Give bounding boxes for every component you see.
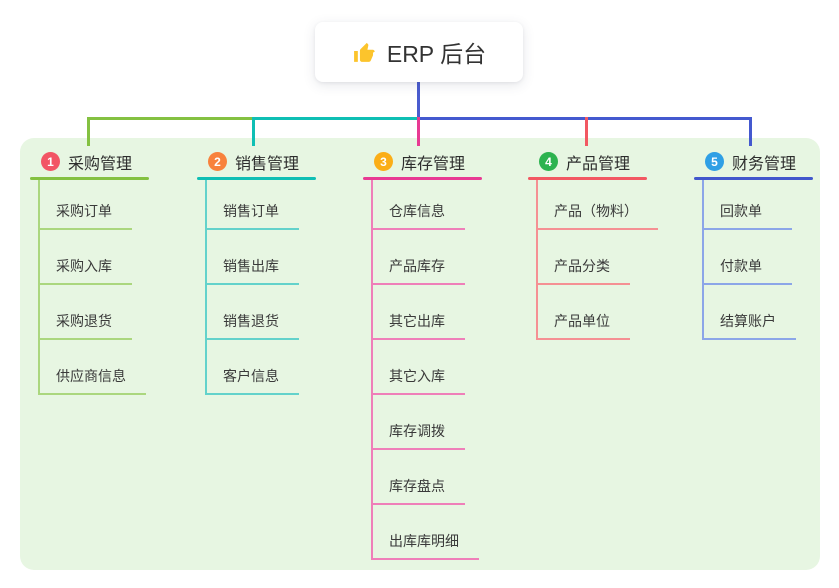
branch-children: 回款单付款单结算账户 xyxy=(702,180,813,340)
branch2-drop-line xyxy=(252,117,255,146)
branch-number-badge: 1 xyxy=(41,152,60,171)
child-row: 仓库信息 xyxy=(373,180,482,230)
child-row: 产品库存 xyxy=(373,230,482,285)
branch-number-badge: 3 xyxy=(374,152,393,171)
branch-number-badge: 4 xyxy=(539,152,558,171)
branch-column: 2 销售管理 销售订单销售出库销售退货客户信息 xyxy=(197,149,316,395)
child-row: 结算账户 xyxy=(704,285,813,340)
branch3-drop-line xyxy=(417,117,420,146)
branch4-drop-line xyxy=(585,117,588,146)
child-row: 销售出库 xyxy=(207,230,316,285)
child-node[interactable]: 供应商信息 xyxy=(40,366,146,395)
child-node[interactable]: 回款单 xyxy=(704,201,792,230)
branch-number-badge: 2 xyxy=(208,152,227,171)
branch-title: 财务管理 xyxy=(732,155,797,173)
branch-underline xyxy=(363,177,482,180)
child-node[interactable]: 产品库存 xyxy=(373,256,465,285)
branch-column: 1 采购管理 采购订单采购入库采购退货供应商信息 xyxy=(30,149,149,395)
child-node[interactable]: 销售出库 xyxy=(207,256,299,285)
child-row: 产品单位 xyxy=(538,285,658,340)
branch-children: 采购订单采购入库采购退货供应商信息 xyxy=(38,180,149,395)
child-row: 采购订单 xyxy=(40,180,149,230)
child-row: 采购退货 xyxy=(40,285,149,340)
branch-node[interactable]: 2 销售管理 xyxy=(197,149,316,174)
branch1-drop-line xyxy=(87,117,90,146)
child-row: 客户信息 xyxy=(207,340,316,395)
branch-underline xyxy=(694,177,813,180)
child-node[interactable]: 仓库信息 xyxy=(373,201,465,230)
branch-underline xyxy=(528,177,647,180)
child-row: 付款单 xyxy=(704,230,813,285)
child-row: 销售退货 xyxy=(207,285,316,340)
child-node[interactable]: 出库库明细 xyxy=(373,531,479,560)
branch-column: 5 财务管理 回款单付款单结算账户 xyxy=(694,149,813,340)
child-row: 供应商信息 xyxy=(40,340,149,395)
child-row: 其它入库 xyxy=(373,340,482,395)
root-stem-line xyxy=(417,82,420,119)
branch-children: 销售订单销售出库销售退货客户信息 xyxy=(205,180,316,395)
branch-underline xyxy=(197,177,316,180)
child-node[interactable]: 客户信息 xyxy=(207,366,299,395)
child-row: 其它出库 xyxy=(373,285,482,340)
child-row: 回款单 xyxy=(704,180,813,230)
branch-title: 库存管理 xyxy=(401,155,466,173)
root-node-label: ERP 后台 xyxy=(386,41,487,67)
child-node[interactable]: 结算账户 xyxy=(704,311,796,340)
branch-node[interactable]: 3 库存管理 xyxy=(363,149,482,174)
child-node[interactable]: 付款单 xyxy=(704,256,792,285)
branch-node[interactable]: 4 产品管理 xyxy=(528,149,658,174)
branch-title: 销售管理 xyxy=(235,155,300,173)
branch-number-badge: 5 xyxy=(705,152,724,171)
child-row: 产品分类 xyxy=(538,230,658,285)
thumbs-up-icon xyxy=(352,40,377,65)
child-node[interactable]: 采购订单 xyxy=(40,201,132,230)
child-node[interactable]: 库存调拨 xyxy=(373,421,465,450)
branch-children: 产品（物料） 产品分类产品单位 xyxy=(536,180,658,340)
child-row: 出库库明细 xyxy=(373,505,482,560)
mindmap-panel xyxy=(20,138,820,570)
branch-column: 4 产品管理 产品（物料） 产品分类产品单位 xyxy=(528,149,658,340)
child-row: 库存盘点 xyxy=(373,450,482,505)
child-node[interactable]: 销售订单 xyxy=(207,201,299,230)
child-node[interactable]: 销售退货 xyxy=(207,311,299,340)
child-row: 产品（物料） xyxy=(538,180,658,230)
bus-line-left xyxy=(87,117,253,120)
branch-column: 3 库存管理 仓库信息产品库存其它出库其它入库库存调拨库存盘点出库库明细 xyxy=(363,149,482,560)
branch-title: 采购管理 xyxy=(68,155,133,173)
child-node[interactable]: 产品（物料） xyxy=(538,201,658,230)
branch-title: 产品管理 xyxy=(566,155,631,173)
child-node[interactable]: 库存盘点 xyxy=(373,476,465,505)
child-row: 采购入库 xyxy=(40,230,149,285)
child-node[interactable]: 产品单位 xyxy=(538,311,630,340)
child-row: 销售订单 xyxy=(207,180,316,230)
branch-node[interactable]: 1 采购管理 xyxy=(30,149,149,174)
branch-underline xyxy=(30,177,149,180)
child-node[interactable]: 其它出库 xyxy=(373,311,465,340)
child-row: 库存调拨 xyxy=(373,395,482,450)
root-node[interactable]: ERP 后台 xyxy=(315,22,523,82)
bus-line-mid xyxy=(253,117,418,120)
branch-node[interactable]: 5 财务管理 xyxy=(694,149,813,174)
branch5-drop-line xyxy=(749,117,752,146)
branch-children: 仓库信息产品库存其它出库其它入库库存调拨库存盘点出库库明细 xyxy=(371,180,482,560)
child-node[interactable]: 产品分类 xyxy=(538,256,630,285)
child-node[interactable]: 采购入库 xyxy=(40,256,132,285)
child-node[interactable]: 采购退货 xyxy=(40,311,132,340)
child-node[interactable]: 其它入库 xyxy=(373,366,465,395)
